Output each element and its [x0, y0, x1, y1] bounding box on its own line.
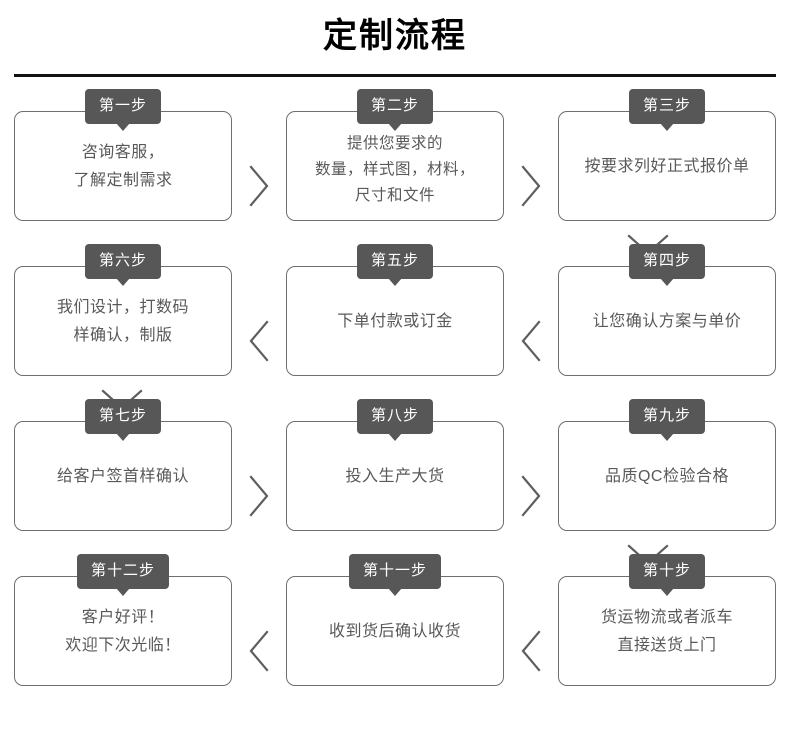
step-badge: 第四步 [628, 244, 706, 286]
flow-card-step-12[interactable]: 客户好评！ 欢迎下次光临！ 第十二步 [14, 548, 232, 698]
flow-row-1: 咨询客服， 了解定制需求 第一步 提供您要求的 数量，样式图，材料， 尺寸和文件… [0, 83, 790, 238]
chevron-right-icon [509, 111, 553, 261]
card-line: 我们设计，打数码 [56, 299, 189, 316]
card-line: 了解定制需求 [73, 172, 173, 189]
flow-card-step-2[interactable]: 提供您要求的 数量，样式图，材料， 尺寸和文件 第二步 [286, 83, 504, 233]
step-badge: 第三步 [628, 89, 706, 131]
card-line: 数量，样式图，材料， [314, 161, 475, 178]
flow-row-3: 给客户签首样确认 第七步 投入生产大货 第八步 品质QC检验合格 第九步 [0, 393, 790, 548]
chevron-right-icon [509, 421, 553, 571]
card-body-step-4: 让您确认方案与单价 [558, 266, 776, 376]
card-line: 直接送货上门 [617, 637, 717, 654]
card-line: 尺寸和文件 [354, 187, 435, 204]
flow-card-step-5[interactable]: 下单付款或订金 第五步 [286, 238, 504, 388]
card-line: 给客户签首样确认 [56, 468, 189, 485]
chevron-left-icon [509, 576, 553, 726]
step-badge: 第十一步 [348, 554, 442, 596]
flow-row-4: 客户好评！ 欢迎下次光临！ 第十二步 收到货后确认收货 第十一步 货运物流或者派… [0, 548, 790, 703]
card-body-step-12: 客户好评！ 欢迎下次光临！ [14, 576, 232, 686]
customization-flow-diagram: 咨询客服， 了解定制需求 第一步 提供您要求的 数量，样式图，材料， 尺寸和文件… [0, 83, 790, 743]
step-badge: 第七步 [84, 399, 162, 441]
chevron-left-icon [237, 576, 281, 726]
flow-card-step-3[interactable]: 按要求列好正式报价单 第三步 [558, 83, 776, 233]
step-badge: 第五步 [356, 244, 434, 286]
card-line: 下单付款或订金 [337, 313, 453, 330]
chevron-right-icon [237, 421, 281, 571]
card-line: 货运物流或者派车 [600, 609, 733, 626]
step-badge: 第二步 [356, 89, 434, 131]
step-badge: 第六步 [84, 244, 162, 286]
card-line: 按要求列好正式报价单 [584, 158, 750, 175]
card-line: 提供您要求的 [346, 135, 443, 152]
flow-card-step-1[interactable]: 咨询客服， 了解定制需求 第一步 [14, 83, 232, 233]
card-line: 咨询客服， [81, 144, 165, 161]
flow-card-step-7[interactable]: 给客户签首样确认 第七步 [14, 393, 232, 543]
card-line: 让您确认方案与单价 [592, 313, 742, 330]
chevron-right-icon [237, 111, 281, 261]
step-badge: 第九步 [628, 399, 706, 441]
flow-row-2: 我们设计，打数码 样确认，制版 第六步 下单付款或订金 第五步 让您确认方案与单… [0, 238, 790, 393]
card-line: 投入生产大货 [345, 468, 445, 485]
title-divider [14, 74, 776, 77]
card-line: 欢迎下次光临！ [65, 637, 181, 654]
step-badge: 第十步 [628, 554, 706, 596]
flow-card-step-4[interactable]: 让您确认方案与单价 第四步 [558, 238, 776, 388]
step-badge: 第八步 [356, 399, 434, 441]
chevron-left-icon [509, 266, 553, 416]
flow-card-step-10[interactable]: 货运物流或者派车 直接送货上门 第十步 [558, 548, 776, 698]
card-line: 样确认，制版 [73, 327, 173, 344]
page-header: 定制流程 [0, 0, 790, 77]
step-badge: 第一步 [84, 89, 162, 131]
flow-card-step-11[interactable]: 收到货后确认收货 第十一步 [286, 548, 504, 698]
card-line: 收到货后确认收货 [328, 623, 461, 640]
flow-card-step-9[interactable]: 品质QC检验合格 第九步 [558, 393, 776, 543]
chevron-left-icon [237, 266, 281, 416]
page-title: 定制流程 [323, 17, 467, 55]
step-badge: 第十二步 [76, 554, 170, 596]
card-line: 品质QC检验合格 [604, 468, 729, 485]
card-line: 客户好评！ [81, 609, 165, 626]
flow-card-step-6[interactable]: 我们设计，打数码 样确认，制版 第六步 [14, 238, 232, 388]
flow-card-step-8[interactable]: 投入生产大货 第八步 [286, 393, 504, 543]
